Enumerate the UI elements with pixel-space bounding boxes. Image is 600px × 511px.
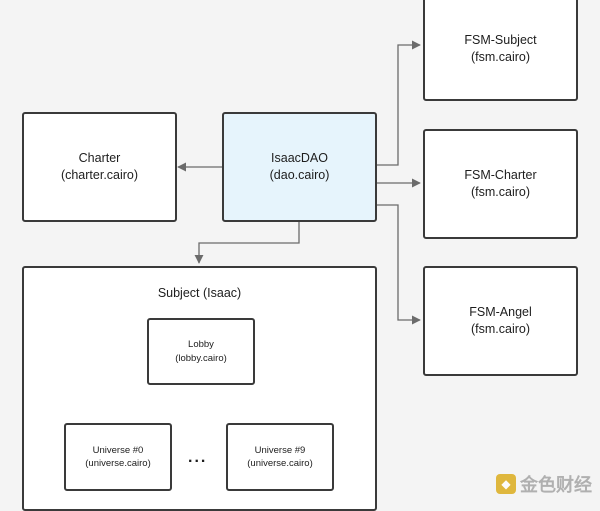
- charter-name: Charter: [78, 151, 121, 166]
- universe0-node: Universe #0 (universe.cairo): [64, 423, 172, 491]
- isaacdao-name: IsaacDAO: [271, 151, 328, 166]
- charter-node: Charter (charter.cairo): [22, 112, 177, 222]
- lobby-name: Lobby: [188, 339, 214, 351]
- fsm-charter-node: FSM-Charter (fsm.cairo): [423, 129, 578, 239]
- edge-dao-to-subject: [194, 222, 300, 264]
- watermark-logo-icon: ◆: [496, 474, 516, 494]
- charter-file: (charter.cairo): [60, 168, 139, 182]
- universe9-node: Universe #9 (universe.cairo): [226, 423, 334, 491]
- universe0-name: Universe #0: [92, 444, 144, 456]
- fsm-subject-name: FSM-Subject: [464, 32, 537, 47]
- watermark-text: 金色财经: [520, 475, 592, 495]
- edge-dao-to-fsm-subject: [377, 40, 421, 166]
- watermark: ◆ 金色财经: [496, 471, 592, 497]
- universe9-file: (universe.cairo): [247, 458, 313, 469]
- fsm-subject-node: FSM-Subject (fsm.cairo): [423, 0, 578, 101]
- edge-dao-to-fsm-angel: [377, 204, 421, 325]
- fsm-charter-name: FSM-Charter: [464, 168, 537, 183]
- fsm-angel-name: FSM-Angel: [469, 305, 532, 320]
- subject-title: Subject (Isaac): [157, 286, 242, 300]
- isaacdao-node: IsaacDAO (dao.cairo): [222, 112, 377, 222]
- universe9-name: Universe #9: [254, 444, 306, 456]
- fsm-angel-file: (fsm.cairo): [470, 322, 531, 336]
- fsm-charter-file: (fsm.cairo): [470, 185, 531, 199]
- lobby-node: Lobby (lobby.cairo): [147, 318, 255, 385]
- universe0-file: (universe.cairo): [85, 458, 151, 469]
- lobby-file: (lobby.cairo): [175, 352, 227, 364]
- ellipsis: ...: [188, 449, 208, 466]
- fsm-angel-node: FSM-Angel (fsm.cairo): [423, 266, 578, 376]
- fsm-subject-file: (fsm.cairo): [470, 49, 531, 64]
- isaacdao-file: (dao.cairo): [269, 168, 330, 182]
